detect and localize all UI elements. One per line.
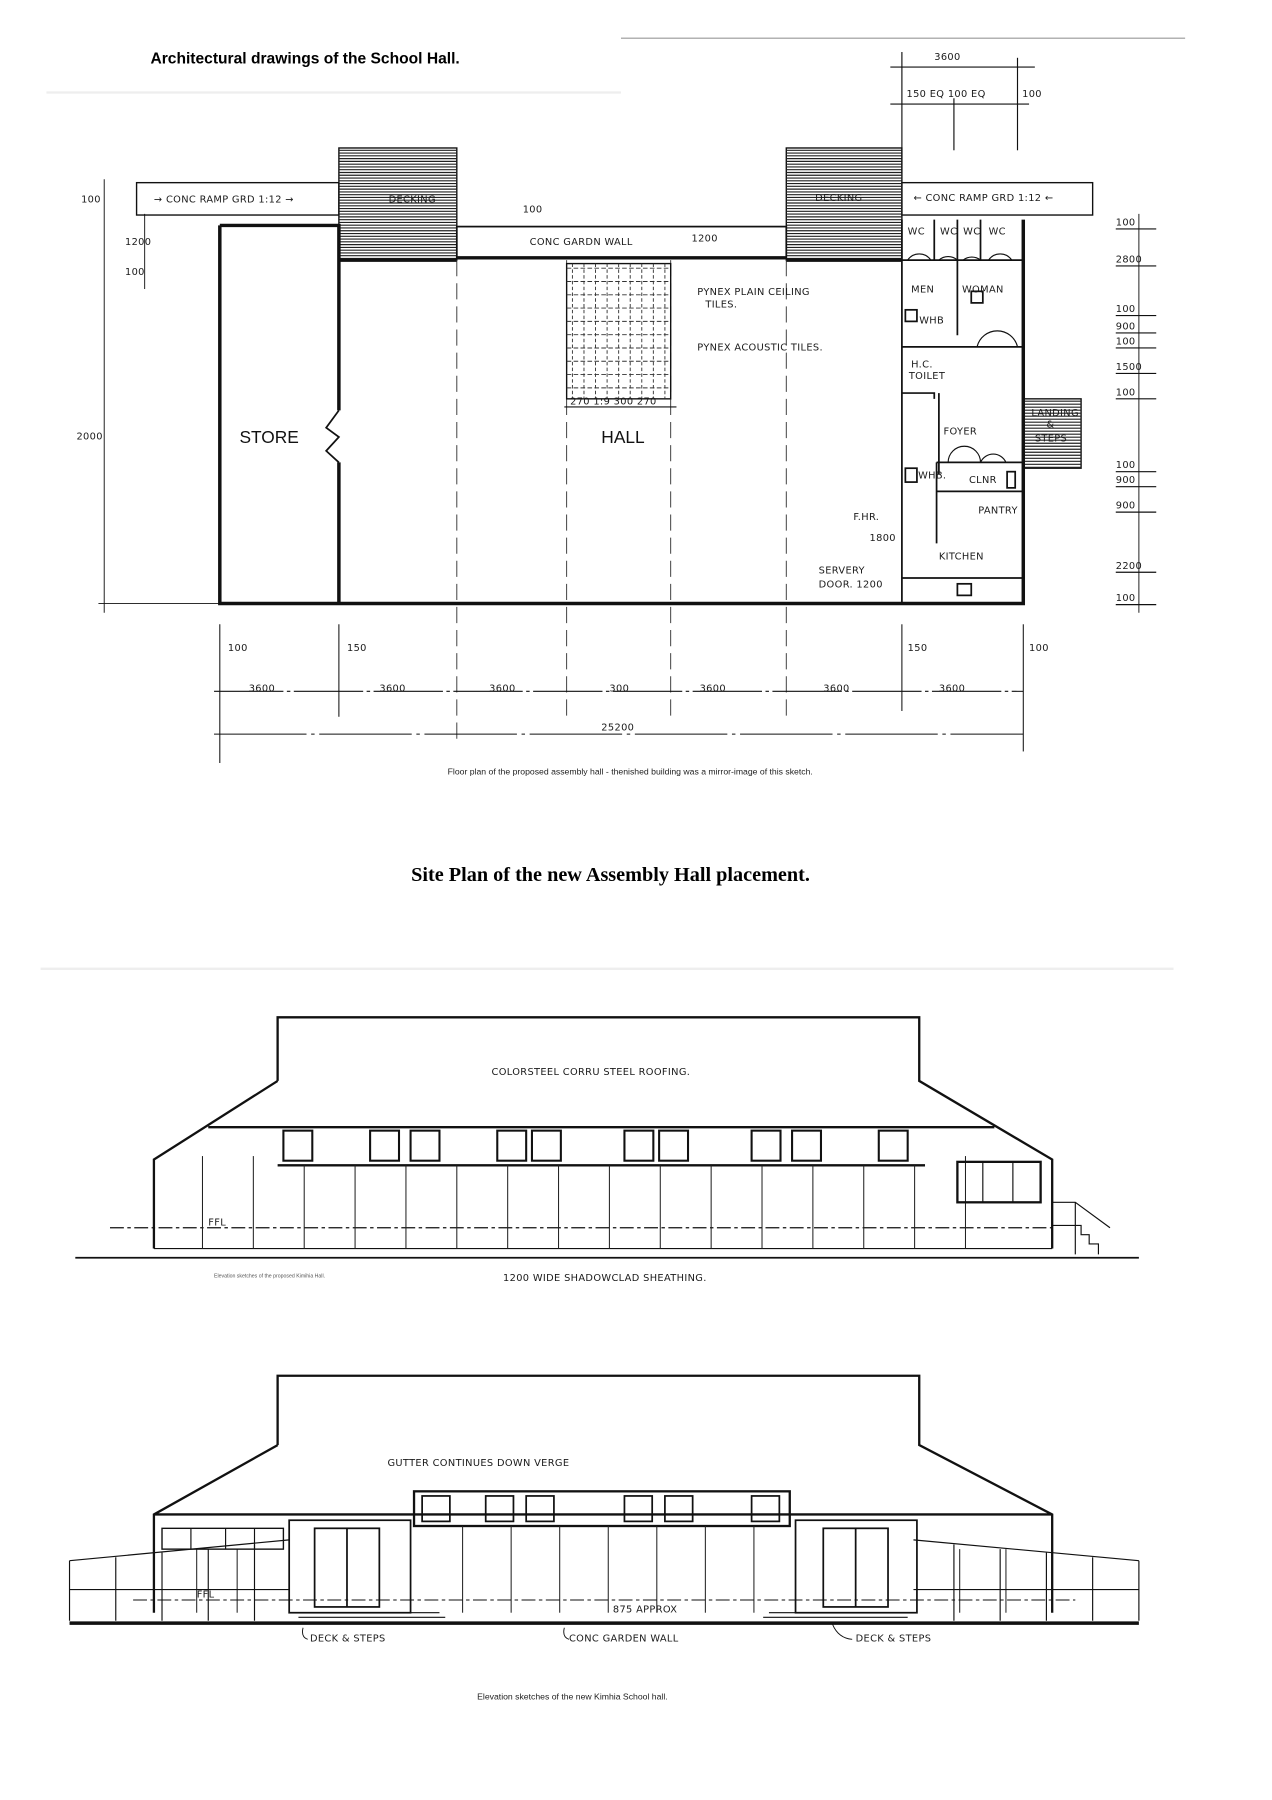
dim-bottom-bay: 3600 — [823, 683, 849, 694]
dim-right: 100 — [1116, 337, 1136, 348]
dim-bottom-wall: 150 — [347, 643, 367, 654]
decking-right — [785, 147, 903, 261]
dim-bottom-bay: 3600 — [489, 683, 515, 694]
landing-label: LANDING — [1031, 408, 1079, 419]
decking-left — [338, 147, 458, 261]
servery-label: SERVERY — [819, 565, 866, 576]
dim-bottom-bay: 3600 — [379, 683, 405, 694]
decking-right-label: DECKING — [815, 193, 862, 204]
dim-bottom-wall: 150 — [908, 643, 928, 654]
deck-steps-right-label: DECK & STEPS — [856, 1634, 932, 1645]
dim-right: 1500 — [1116, 362, 1142, 373]
wc-label: WC — [989, 227, 1006, 238]
dim-left-b: 100 — [125, 267, 145, 278]
garden-wall-label-elevation: CONC GARDEN WALL — [569, 1634, 679, 1645]
dim-right: 900 — [1116, 475, 1136, 486]
wc-label: WC — [908, 227, 925, 238]
ramp-left-label: → CONC RAMP GRD 1:12 → — [154, 194, 294, 205]
whb-label-2: WHB. — [918, 471, 946, 482]
room-men: MEN — [911, 284, 934, 295]
store-door — [324, 409, 341, 464]
dim-total: 25200 — [601, 723, 634, 734]
ceiling-tiles-label: PYNEX PLAIN CEILING — [697, 287, 810, 298]
dim-bottom-bay: 3600 — [249, 683, 275, 694]
wc-label: WC — [963, 227, 980, 238]
whb-label: WHB — [919, 316, 944, 327]
dim-left-a: 1200 — [125, 237, 151, 248]
garden-wall-dim: 1200 — [691, 234, 717, 245]
ceiling-tiles-label-2: TILES. — [704, 300, 737, 311]
service-block — [901, 219, 1024, 604]
elevation-small-caption: Elevation sketches of the proposed Kimih… — [214, 1273, 325, 1279]
deck-steps-left-label: DECK & STEPS — [310, 1634, 386, 1645]
landing-label-3: STEPS — [1035, 434, 1067, 445]
dim-left-ramp: 100 — [81, 194, 101, 205]
wc-label: WC — [940, 227, 957, 238]
dim-bottom-bay: 3600 — [939, 683, 965, 694]
room-store: STORE — [239, 427, 298, 447]
dim-right: 100 — [1116, 387, 1136, 398]
ceiling-tile-grid — [565, 262, 672, 400]
garden-wall-label: CONC GARDN WALL — [530, 237, 633, 248]
dim-right: 900 — [1116, 321, 1136, 332]
room-woman: WOMAN — [962, 284, 1004, 295]
tile-dims: 270 1:9 300 270 — [570, 397, 657, 408]
dim-top-end: 100 — [1022, 89, 1042, 100]
wall-thickness-dim: 100 — [523, 205, 543, 216]
acoustic-tiles-label: PYNEX ACOUSTIC TILES. — [697, 342, 823, 353]
room-hc-toilet-2: TOILET — [908, 371, 946, 382]
page-heading: Architectural drawings of the School Hal… — [150, 51, 459, 68]
dim-right: 2800 — [1116, 254, 1142, 265]
ramp-right-label: ← CONC RAMP GRD 1:12 ← — [913, 193, 1053, 204]
dim-left-c: 2000 — [76, 431, 102, 442]
room-pantry: PANTRY — [978, 505, 1018, 516]
dim-right: 100 — [1116, 304, 1136, 315]
elevation-2-drawing: GUTTER CONTINUES DOWN VERGE FFL 875 APPR… — [68, 1374, 1140, 1645]
room-hall: HALL — [601, 427, 645, 447]
room-foyer: FOYER — [944, 427, 978, 438]
gutter-note: GUTTER CONTINUES DOWN VERGE — [387, 1458, 569, 1469]
dim-bottom-wall: 100 — [228, 643, 248, 654]
sheathing-note: 1200 WIDE SHADOWCLAD SHEATHING. — [503, 1273, 707, 1284]
dim-1800: 1800 — [870, 533, 896, 544]
floor-plan-caption: Floor plan of the proposed assembly hall… — [448, 767, 813, 777]
dim-right: 100 — [1116, 217, 1136, 228]
ffl-label: FFL — [208, 1217, 226, 1228]
dim-bottom-wall: 100 — [1029, 643, 1049, 654]
building-walls — [218, 219, 1026, 606]
floor-plan-drawing: → CONC RAMP GRD 1:12 → ← CONC RAMP GRD 1… — [76, 52, 1157, 777]
ffl-label-2: FFL — [197, 1590, 215, 1601]
approx-note: 875 APPROX — [613, 1605, 678, 1616]
landing-label-2: & — [1046, 420, 1054, 431]
elevation-1-drawing: COLORSTEEL CORRU STEEL ROOFING. FFL 1200… — [75, 1016, 1139, 1284]
room-hc-toilet: H.C. — [911, 360, 933, 371]
dim-right: 100 — [1116, 593, 1136, 604]
room-clnr: CLNR — [969, 475, 997, 486]
dim-right: 2200 — [1116, 561, 1142, 572]
dim-right: 100 — [1116, 460, 1136, 471]
dim-top-3600: 3600 — [934, 52, 960, 63]
dim-bottom-bay: 300 — [609, 683, 629, 694]
fhr-label: F.HR. — [853, 512, 879, 523]
dim-bottom-bay: 3600 — [700, 683, 726, 694]
decking-left-label: DECKING — [389, 194, 436, 205]
roof-note: COLORSTEEL CORRU STEEL ROOFING. — [491, 1067, 690, 1078]
site-plan-heading: Site Plan of the new Assembly Hall place… — [411, 864, 810, 886]
dim-top-sub: 150 EQ 100 EQ — [907, 89, 986, 100]
dim-right: 900 — [1116, 501, 1136, 512]
room-kitchen: KITCHEN — [939, 552, 984, 563]
elevations-caption: Elevation sketches of the new Kimhia Sch… — [477, 1691, 668, 1701]
servery-label-2: DOOR. 1200 — [819, 579, 883, 590]
